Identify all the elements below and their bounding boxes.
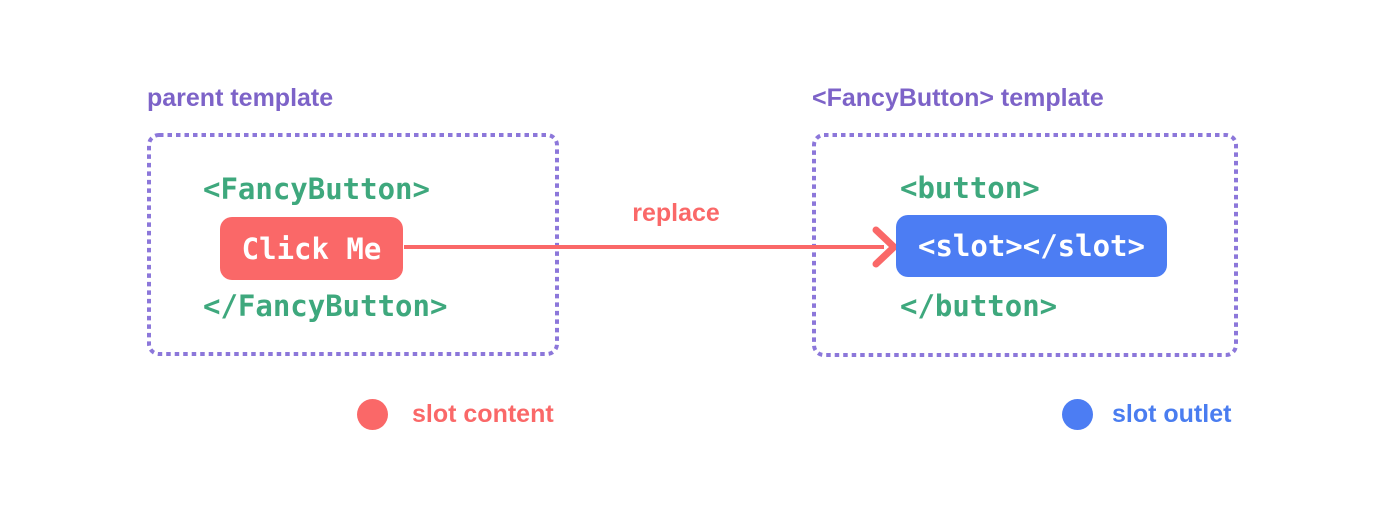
fancybutton-close-tag: </FancyButton> [203, 289, 448, 323]
parent-template-box [147, 133, 559, 356]
parent-template-label: parent template [147, 84, 334, 112]
slot-content-dot-icon [357, 399, 388, 430]
slot-content-legend-label: slot content [412, 400, 554, 428]
fancybutton-template-label: <FancyButton> template [812, 84, 1104, 112]
slot-outlet-label: <slot></slot> [918, 229, 1145, 263]
slot-outlet-box: <slot></slot> [896, 215, 1167, 277]
fancybutton-open-tag: <FancyButton> [203, 172, 430, 206]
button-close-tag: </button> [900, 289, 1058, 323]
replace-arrow-label: replace [632, 199, 720, 227]
slot-outlet-legend-label: slot outlet [1112, 400, 1232, 428]
slot-outlet-dot-icon [1062, 399, 1093, 430]
click-me-button: Click Me [220, 217, 403, 280]
button-open-tag: <button> [900, 171, 1040, 205]
click-me-button-label: Click Me [241, 231, 382, 266]
replace-arrow-head [872, 226, 898, 268]
